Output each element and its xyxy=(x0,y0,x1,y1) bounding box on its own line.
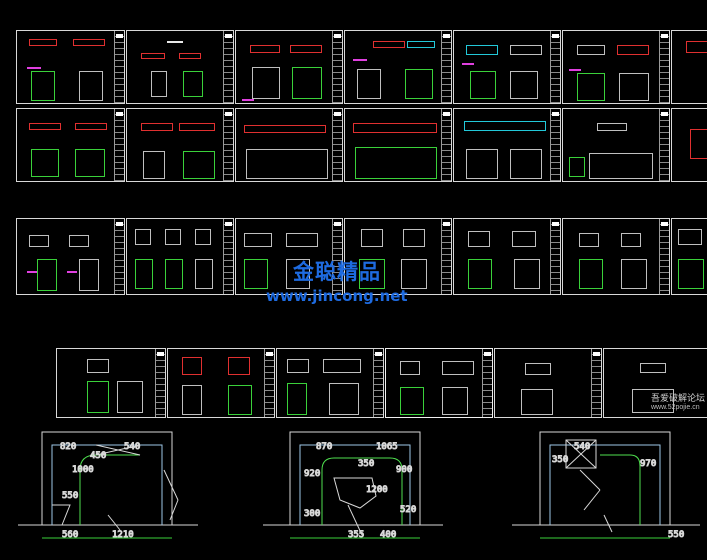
drawing-sheet[interactable] xyxy=(235,30,343,104)
dimension-label: 1210 xyxy=(112,530,134,540)
dimension-label: 450 xyxy=(90,451,106,461)
dimension-label: 350 xyxy=(358,459,374,469)
drawing-sheet[interactable] xyxy=(562,30,670,104)
drawing-sheet[interactable] xyxy=(56,348,166,418)
drawing-sheet[interactable] xyxy=(453,218,561,295)
dimension-label: 350 xyxy=(552,455,568,465)
dimension-label: 550 xyxy=(62,491,78,501)
dimension-label: 900 xyxy=(396,465,412,475)
dimension-label: 300 xyxy=(304,509,320,519)
dimension-label: 560 xyxy=(62,530,78,540)
floor-plan-middle: 870 1065 920 350 900 1200 520 300 355 40… xyxy=(263,431,443,541)
drawing-sheet[interactable] xyxy=(453,108,561,182)
drawing-sheet[interactable] xyxy=(385,348,493,418)
dimension-label: 1000 xyxy=(72,465,94,475)
drawing-sheet[interactable] xyxy=(126,218,234,295)
drawing-sheet[interactable] xyxy=(562,218,670,295)
drawing-sheet[interactable] xyxy=(276,348,384,418)
drawing-sheet[interactable] xyxy=(16,108,125,182)
drawing-sheet[interactable] xyxy=(344,30,452,104)
drawing-sheet[interactable] xyxy=(126,30,234,104)
watermark-brand: 金聪精品 xyxy=(293,260,381,284)
floor-plan-left: 820 540 1000 450 550 560 1210 xyxy=(18,431,198,541)
drawing-sheet[interactable] xyxy=(603,348,707,418)
drawing-sheet[interactable] xyxy=(16,30,125,104)
drawing-sheet[interactable] xyxy=(344,108,452,182)
drawing-sheet[interactable] xyxy=(453,30,561,104)
dimension-label: 400 xyxy=(380,530,396,540)
drawing-sheet[interactable] xyxy=(235,108,343,182)
dimension-label: 870 xyxy=(316,442,332,452)
drawing-sheet[interactable] xyxy=(167,348,275,418)
dimension-label: 520 xyxy=(400,505,416,515)
dimension-label: 355 xyxy=(348,530,364,540)
drawing-sheet[interactable] xyxy=(671,30,707,104)
floor-plan-right: 540 350 970 550 xyxy=(512,431,700,541)
dimension-label: 820 xyxy=(60,442,76,452)
dimension-label: 550 xyxy=(668,530,684,540)
drawing-sheet[interactable] xyxy=(344,218,452,295)
drawing-sheet[interactable] xyxy=(494,348,602,418)
drawing-sheet[interactable] xyxy=(235,218,343,295)
drawing-sheet[interactable] xyxy=(16,218,125,295)
dimension-label: 1200 xyxy=(366,485,388,495)
drawing-sheet[interactable] xyxy=(671,108,707,182)
dimension-label: 1065 xyxy=(376,442,398,452)
dimension-label: 540 xyxy=(124,442,140,452)
dimension-label: 540 xyxy=(574,442,590,452)
drawing-sheet[interactable] xyxy=(671,218,707,295)
drawing-sheet[interactable] xyxy=(126,108,234,182)
drawing-sheet[interactable] xyxy=(562,108,670,182)
dimension-label: 970 xyxy=(640,459,656,469)
dimension-label: 920 xyxy=(304,469,320,479)
forum-watermark: 吾爱破解论坛 xyxy=(651,393,706,403)
forum-watermark-url: www.52pojie.cn xyxy=(651,404,700,411)
watermark-url: www.jincong.net xyxy=(266,287,408,305)
